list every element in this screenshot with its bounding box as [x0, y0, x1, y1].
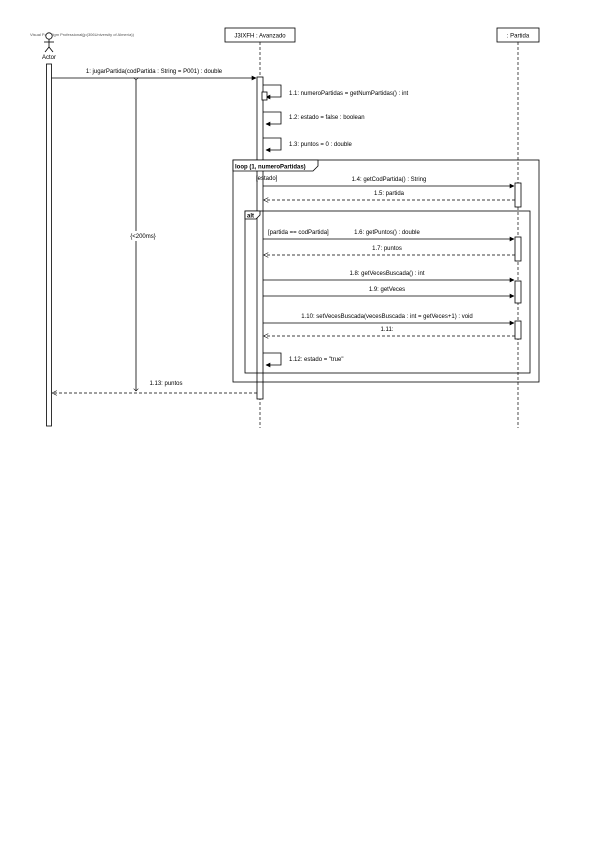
duration-constraint-bg	[126, 231, 162, 241]
duration-constraint-label: {<200ms}	[130, 234, 156, 240]
message-1-2-arrow	[263, 111, 282, 127]
lifeline-avanzado-label: J3IXFH : Avanzado	[234, 34, 286, 40]
message-1-1-label: 1.1: numeroPartidas = getNumPartidas() :…	[289, 91, 409, 97]
message-1-2-label: 1.2: estado = false : boolean	[289, 115, 365, 121]
message-1-12-arrow	[263, 352, 282, 368]
watermark-text: Visual Paradigm Professional(jp(306Unive…	[30, 32, 135, 37]
message-1-8-label: 1.8: getVecesBuscada() : int	[349, 271, 424, 277]
partida-activation-4	[514, 320, 522, 340]
message-1-9-label: 1.9: getVeces	[369, 287, 405, 293]
alt-fragment	[244, 210, 531, 374]
message-1-1-arrow	[263, 84, 282, 100]
message-1-3-label: 1.3: puntos = 0 : double	[289, 142, 353, 148]
message-1-11-label: 1.11:	[381, 327, 394, 333]
loop-fragment	[232, 159, 540, 383]
self-activation-1-1	[261, 91, 268, 101]
message-1-label: 1: jugarPartida(codPartida : String = P0…	[86, 69, 223, 75]
message-1-7-label: 1.7: puntos	[372, 246, 402, 252]
alt-guard: [partida == codPartida]	[268, 230, 329, 236]
message-1-12-label: 1.12: estado = "true"	[289, 357, 343, 363]
message-1-4-label: 1.4: getCodPartida() : String	[352, 177, 427, 183]
loop-label: loop (1, numeroPartidas)	[235, 165, 306, 171]
message-1-5-label: 1.5: partida	[374, 191, 405, 197]
message-1-3-arrow	[263, 137, 282, 153]
actor-label: Actor	[42, 55, 56, 61]
lifeline-partida-label: : Partida	[507, 34, 530, 40]
loop-guard: [estado]	[256, 176, 278, 182]
message-1-6-label: 1.6: getPuntos() : double	[354, 230, 420, 236]
partida-activation-1	[514, 182, 522, 208]
alt-label: alt	[247, 214, 254, 220]
partida-activation-3	[514, 280, 522, 304]
message-1-10-label: 1.10: setVecesBuscada(vecesBuscada : int…	[301, 314, 472, 320]
message-1-13-label: 1.13: puntos	[149, 381, 182, 387]
actor-activation-bar	[46, 63, 52, 427]
actor-figure[interactable]	[44, 32, 54, 53]
partida-activation-2	[514, 236, 522, 262]
avanzado-activation-bar	[256, 76, 264, 400]
